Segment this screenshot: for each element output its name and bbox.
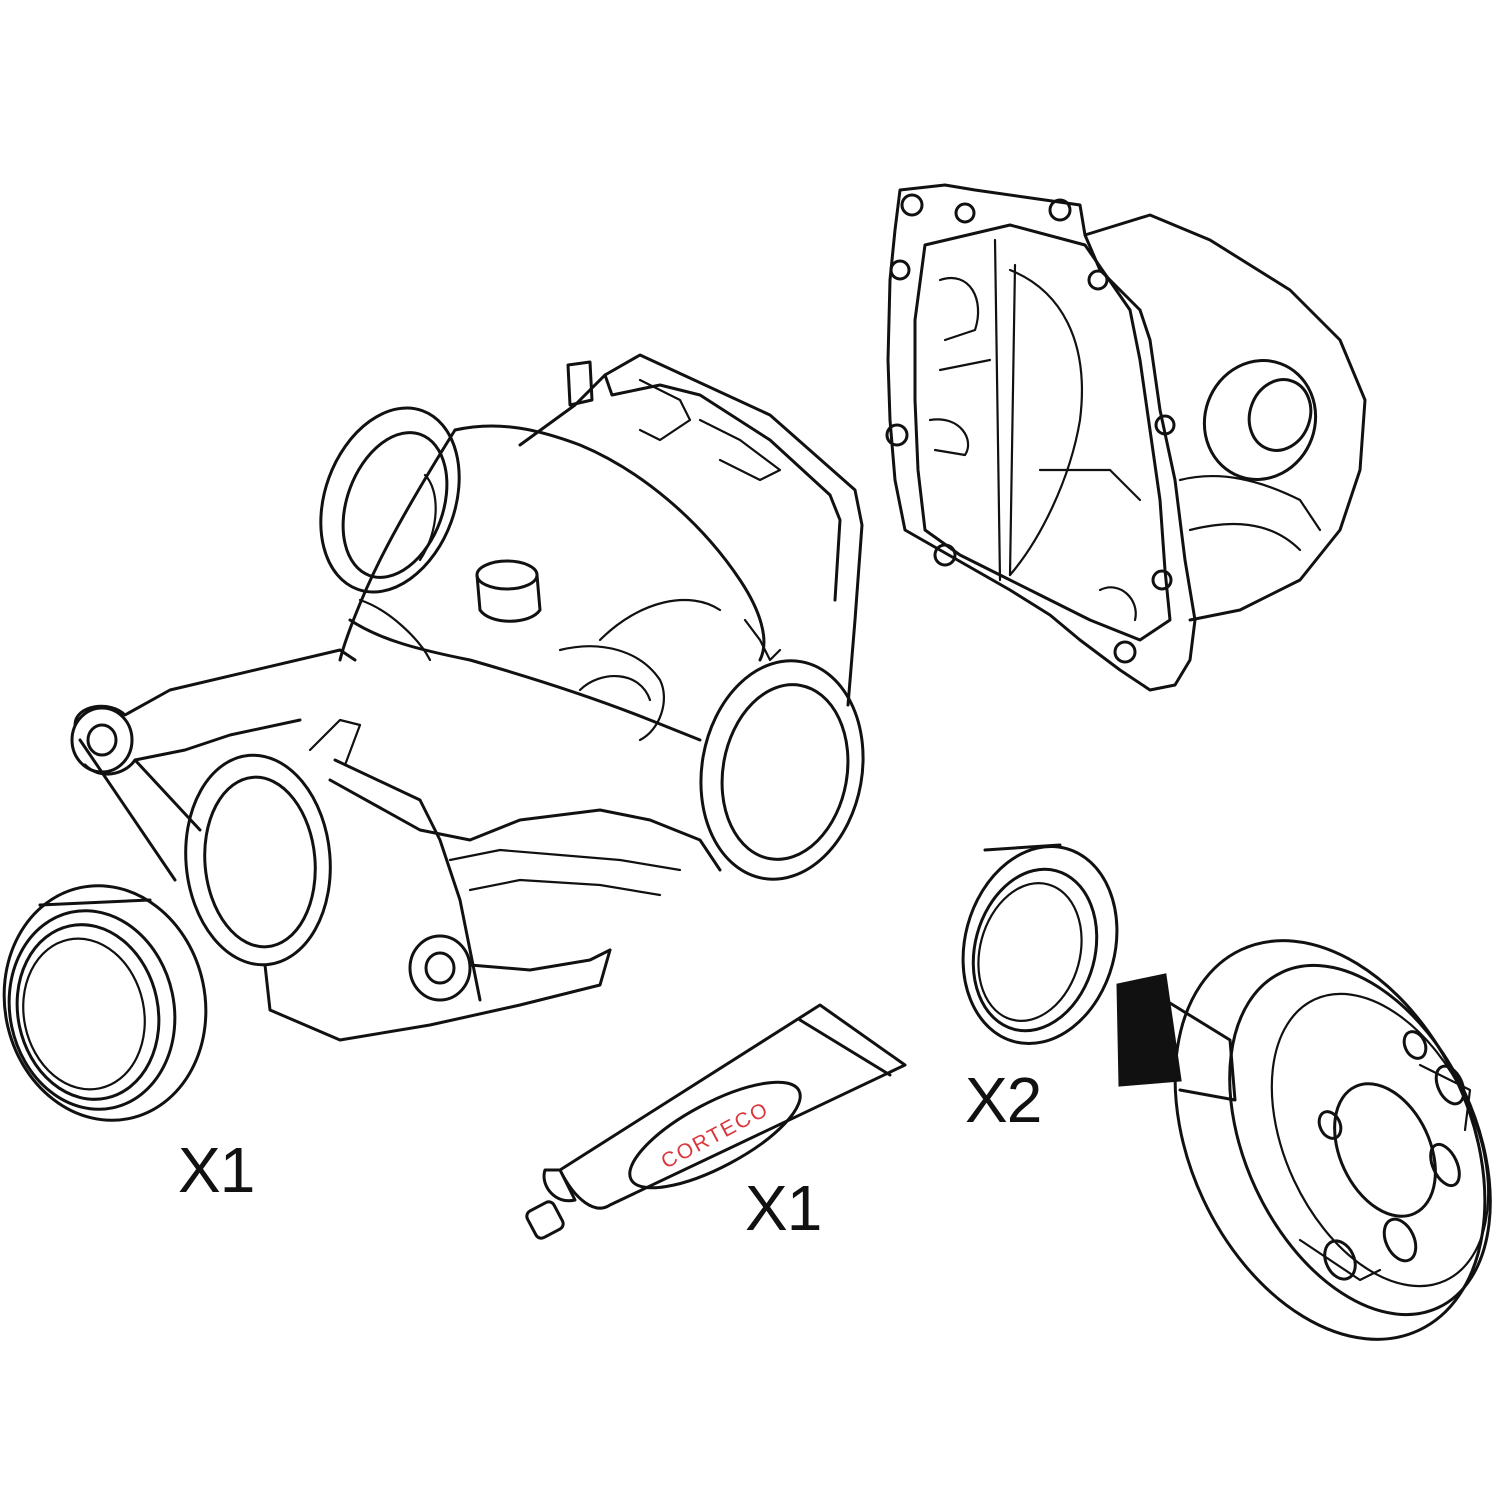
sealant-tube-icon: CORTECO [525, 1003, 907, 1240]
tube-quantity-label: X1 [745, 1172, 821, 1244]
differential-housing-icon [70, 353, 865, 1042]
shaft-seal-icon [961, 843, 1119, 1046]
housing-cover-icon [885, 183, 1367, 692]
output-flange-icon [1116, 939, 1492, 1341]
seal-left-quantity-label: X1 [178, 1134, 254, 1206]
seal-pair-quantity-label: X2 [965, 1064, 1041, 1136]
shaft-seal-icon [2, 884, 208, 1122]
